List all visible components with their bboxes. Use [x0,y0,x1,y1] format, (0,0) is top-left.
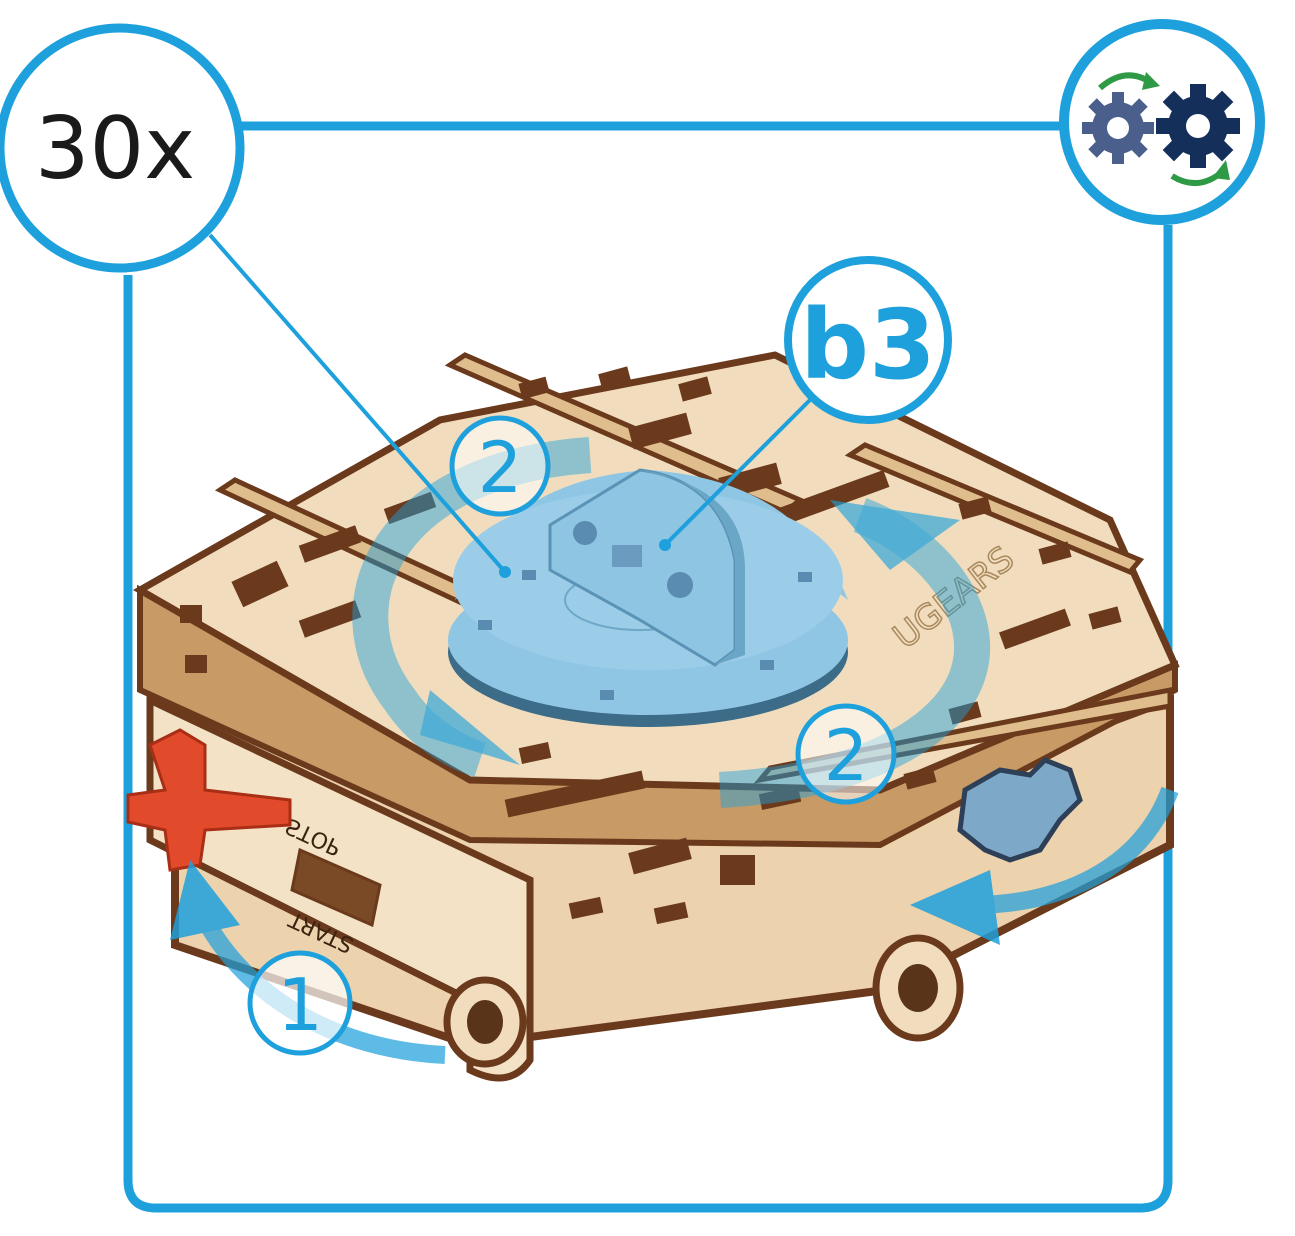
quantity-callout: 30x [0,28,240,268]
gear-small-icon [1082,92,1154,164]
gears-rotation-icon [1064,24,1260,220]
part-id-label: b3 [800,289,936,401]
step-2a-number: 2 [478,427,523,509]
side-lug [876,938,960,1038]
gear-large-icon [1156,84,1240,168]
front-lug [447,980,523,1064]
step-2b-callout: 2 [798,706,894,802]
step-2b-number: 2 [824,715,869,797]
quantity-label: 30x [35,99,195,199]
step-1-number: 1 [277,963,323,1047]
step-1-callout: 1 [250,953,350,1053]
part-id-callout: b3 [788,260,948,420]
step-2a-callout: 2 [452,418,548,514]
